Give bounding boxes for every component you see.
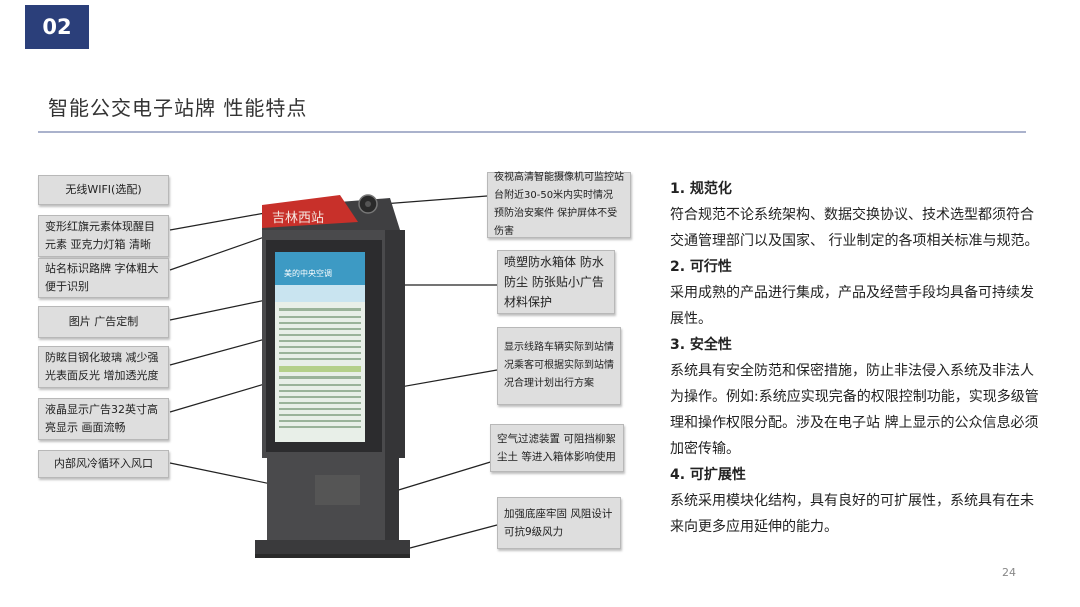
callout-camera: 夜视高清智能摄像机可监控站台附近30-50米内实时情况 预防治安案件 保护屏体不… [487,172,631,238]
callout-air-filter: 空气过滤装置 可阻挡柳絮尘土 等进入箱体影响使用 [490,424,624,472]
station-sign [262,195,358,228]
section-heading: 3. 安全性 [670,337,732,353]
kiosk-base [255,540,410,556]
section-heading: 1. 规范化 [670,181,732,197]
callout-arrival-info: 显示线路车辆实际到站情况乘客可根据实际到站情况合理计划出行方案 [497,327,621,405]
station-sign-text: 吉林西站 [272,211,324,226]
performance-features: 1. 规范化 符合规范不论系统架构、数据交换协议、技术选型都须符合交通管理部门以… [670,176,1040,540]
callout-lcd: 液晶显示广告32英寸高亮显示 画面流畅 [38,398,169,440]
callout-glass: 防眩目钢化玻璃 减少强光表面反光 增加透光度 [38,346,169,388]
callout-cabinet: 喷塑防水箱体 防水防尘 防张贴小广告材料保护 [497,250,615,314]
ad-banner-text: 美的中央空调 [284,268,332,278]
callout-air-inlet: 内部风冷循环入风口 [38,450,169,478]
callout-base: 加强底座牢固 风阻设计可抗9级风力 [497,497,621,549]
callout-wifi: 无线WIFI(选配) [38,175,169,205]
page-title: 智能公交电子站牌 性能特点 [48,96,308,120]
section-heading: 2. 可行性 [670,259,732,275]
callout-image-ad: 图片 广告定制 [38,306,169,338]
section-body: 采用成熟的产品进行集成，产品及经营手段均具备可持续发展性。 [670,285,1034,327]
section-body: 系统采用模块化结构，具有良好的可扩展性，系统具有在未来向更多应用延伸的能力。 [670,493,1034,535]
callout-station-sign: 站名标识路牌 字体粗大便于识别 [38,258,169,298]
section-body: 系统具有安全防范和保密措施，防止非法侵入系统及非法人为操作。例如:系统应实现完备… [670,363,1039,457]
page-number: 24 [1002,566,1016,579]
callout-red-flag: 变形红旗元素体现醒目元素 亚克力灯箱 清晰 [38,215,169,257]
section-heading: 4. 可扩展性 [670,467,746,483]
section-number-badge: 02 [25,5,89,49]
title-divider [38,131,1026,133]
section-body: 符合规范不论系统架构、数据交换协议、技术选型都须符合交通管理部门以及国家、 行业… [670,207,1039,249]
